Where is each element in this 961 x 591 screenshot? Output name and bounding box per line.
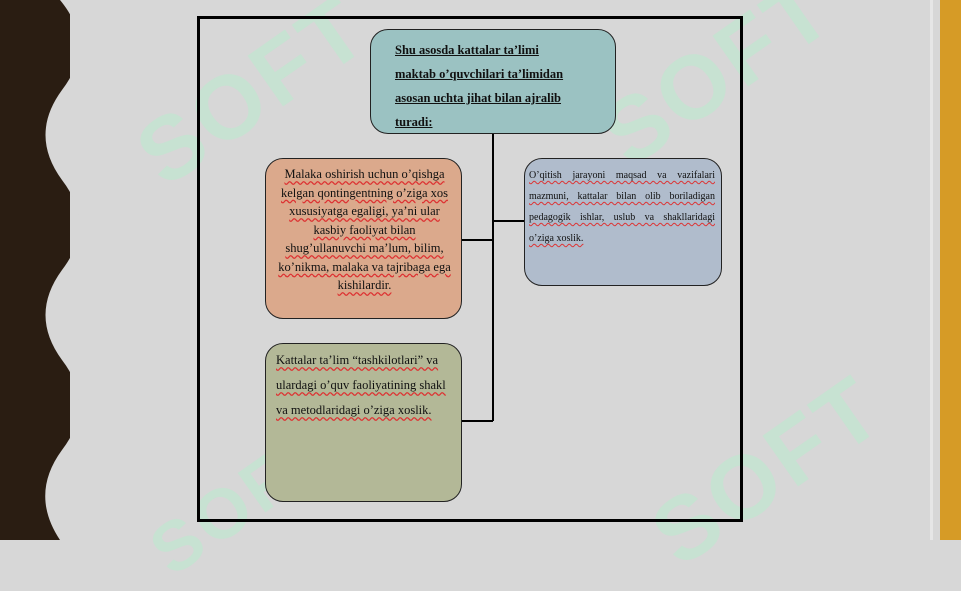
- diagram-connector-lines: [462, 134, 524, 422]
- right-accent-line: [930, 0, 933, 540]
- bottom-box-text: Kattalar ta’lim “tashkilotlari” va ulard…: [276, 353, 446, 417]
- top-box: Shu asosda kattalar ta’limi maktab o’quv…: [370, 29, 616, 134]
- wavy-edge-decoration: [45, 0, 90, 540]
- left-decorative-strip: [0, 0, 70, 540]
- right-box-text: O’qitish jarayoni maqsad va vazifalari m…: [529, 170, 715, 244]
- right-accent-bar: [940, 0, 961, 540]
- top-box-line: maktab o’quvchilari ta’limidan: [395, 67, 564, 81]
- bottom-box: Kattalar ta’lim “tashkilotlari” va ulard…: [265, 343, 462, 502]
- left-box: Malaka oshirish uchun o’qishga kelgan qo…: [265, 158, 462, 319]
- top-box-line: Shu asosda kattalar ta’limi: [395, 43, 539, 57]
- top-box-line: turadi:: [395, 115, 433, 129]
- diagram-frame: [197, 16, 743, 522]
- top-box-line: asosan uchta jihat bilan ajralib: [395, 91, 562, 105]
- right-box: O’qitish jarayoni maqsad va vazifalari m…: [524, 158, 722, 286]
- left-box-text: Malaka oshirish uchun o’qishga kelgan qo…: [278, 167, 451, 292]
